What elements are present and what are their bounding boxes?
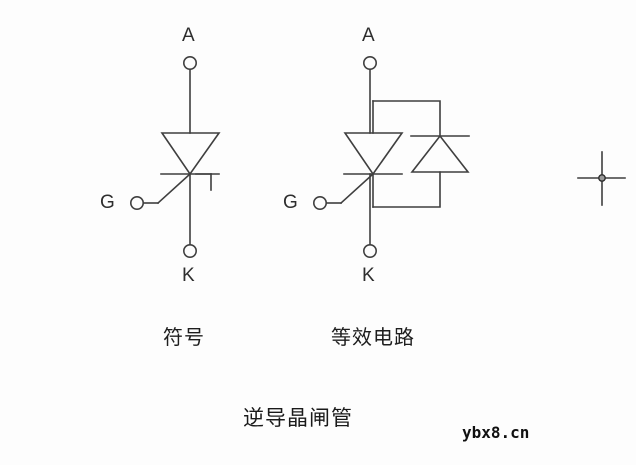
equiv-thyristor-triangle	[343, 132, 404, 176]
equiv-gate-diagonal	[339, 172, 375, 205]
symbol-gate-label: G	[100, 192, 115, 213]
symbol-cathode-terminal	[183, 244, 198, 259]
symbol-panel-caption: 符号	[163, 325, 205, 349]
symbol-thyristor-triangle	[160, 132, 221, 176]
equivalent-circuit-panel-caption: 等效电路	[331, 325, 415, 349]
equivalent-circuit-group	[312, 55, 470, 259]
symbol-thyristor-group	[130, 55, 221, 259]
figure-title: 逆导晶闸管	[243, 406, 353, 430]
symbol-anode-label: A	[182, 25, 195, 46]
equiv-diode-triangle	[410, 134, 470, 173]
equiv-gate-terminal	[312, 196, 327, 211]
equiv-bottom-loop	[372, 171, 441, 208]
symbol-gate-diagonal	[156, 172, 192, 205]
equiv-top-loop	[372, 100, 441, 137]
equiv-anode-label: A	[362, 25, 375, 46]
site-watermark: ybx8.cn	[462, 423, 530, 442]
crosshair-center-dot	[598, 174, 606, 182]
symbol-cathode-label: K	[182, 265, 195, 286]
equiv-gate-label: G	[283, 192, 298, 213]
symbol-gate-terminal	[130, 196, 145, 211]
symbol-anode-terminal	[183, 55, 198, 70]
equiv-anode-terminal	[362, 55, 377, 70]
equiv-cathode-label: K	[362, 265, 375, 286]
equiv-cathode-terminal	[362, 244, 377, 259]
crosshair-marker-group	[577, 151, 626, 206]
